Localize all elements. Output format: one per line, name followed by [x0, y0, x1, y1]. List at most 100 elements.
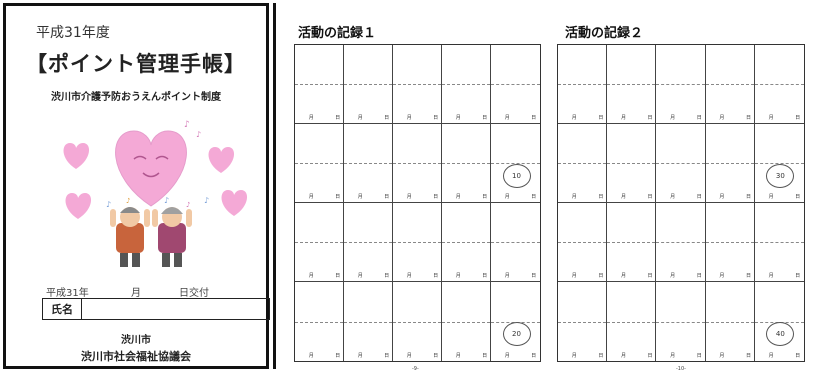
cell-day-label: 日: [335, 115, 341, 121]
cell-divider-line: [607, 163, 656, 164]
cell-day-label: 日: [647, 115, 653, 121]
cell-day-label: 日: [598, 353, 604, 359]
record-cell[interactable]: 月日: [705, 45, 755, 124]
record-cell[interactable]: 月日: [705, 203, 755, 282]
cell-day-label: 日: [598, 115, 604, 121]
cell-divider-line: [656, 84, 705, 85]
cell-day-label: 日: [598, 273, 604, 279]
cell-day-label: 日: [647, 194, 653, 200]
cell-divider-line: [393, 242, 441, 243]
record-cell[interactable]: 月日: [558, 282, 608, 361]
record-cell[interactable]: 月日: [607, 124, 657, 203]
record-cell[interactable]: 月日: [393, 282, 442, 361]
cell-month-label: 月: [308, 273, 314, 279]
cell-day-label: 日: [795, 194, 801, 200]
cell-month-label: 月: [620, 353, 626, 359]
cell-month-label: 月: [719, 115, 725, 121]
record-cell[interactable]: 月日: [558, 124, 608, 203]
big-heart-icon: [115, 130, 187, 207]
cell-day-label: 日: [384, 194, 390, 200]
cell-divider-line: [705, 84, 754, 85]
record-cell[interactable]: 月日: [442, 282, 491, 361]
cell-month-label: 月: [571, 273, 577, 279]
record-cell[interactable]: 月日: [754, 45, 804, 124]
cell-month-label: 月: [620, 115, 626, 121]
cell-month-label: 月: [768, 115, 774, 121]
cell-month-label: 月: [406, 115, 412, 121]
record-cell[interactable]: 月日: [344, 282, 393, 361]
record-cell[interactable]: 月日: [656, 203, 706, 282]
milestone-circle: 40: [766, 321, 795, 346]
record-cell[interactable]: 月日: [754, 203, 804, 282]
cell-day-label: 日: [433, 353, 439, 359]
record-cell[interactable]: 月日: [393, 124, 442, 203]
cell-day-label: 日: [531, 194, 537, 200]
svg-text:♪: ♪: [186, 201, 190, 209]
record-cell[interactable]: 月日: [607, 45, 657, 124]
cell-day-label: 日: [745, 353, 751, 359]
record-cell[interactable]: 月日: [607, 203, 657, 282]
record-cell[interactable]: 月日: [295, 203, 344, 282]
cell-month-label: 月: [455, 115, 461, 121]
name-field[interactable]: 氏名: [42, 298, 270, 320]
cell-month-label: 月: [308, 194, 314, 200]
record-cell[interactable]: 月日: [491, 203, 540, 282]
record-cell[interactable]: 月日: [705, 282, 755, 361]
record-cell[interactable]: 月日: [558, 203, 608, 282]
cell-day-label: 日: [647, 273, 653, 279]
cover-subtitle: 渋川市介護予防おうえんポイント制度: [51, 92, 221, 103]
cell-day-label: 日: [384, 353, 390, 359]
record-cell[interactable]: 月日: [656, 282, 706, 361]
cell-day-label: 日: [795, 273, 801, 279]
cell-month-label: 月: [455, 273, 461, 279]
record-cell[interactable]: 月日: [295, 45, 344, 124]
record-page-2-title: 活動の記録２: [565, 26, 644, 41]
record-cell[interactable]: 月日: [393, 203, 442, 282]
record-cell[interactable]: 月日: [656, 45, 706, 124]
record-cell[interactable]: 月日: [558, 45, 608, 124]
record-cell[interactable]: 月日: [442, 45, 491, 124]
record-cell[interactable]: 月日: [344, 45, 393, 124]
cell-month-label: 月: [455, 353, 461, 359]
cell-day-label: 日: [531, 273, 537, 279]
record-cell[interactable]: 月日: [295, 124, 344, 203]
record-cell[interactable]: 月日: [607, 282, 657, 361]
cell-divider-line: [558, 163, 607, 164]
cell-day-label: 日: [482, 115, 488, 121]
cell-divider-line: [705, 242, 754, 243]
cell-month-label: 月: [357, 194, 363, 200]
record-cell[interactable]: 月日: [344, 203, 393, 282]
cell-divider-line: [656, 163, 705, 164]
cell-day-label: 日: [531, 353, 537, 359]
cover-city: 渋川市: [121, 335, 151, 346]
cell-month-label: 月: [455, 194, 461, 200]
cell-month-label: 月: [571, 194, 577, 200]
cover-year: 平成31年度: [36, 25, 110, 41]
record-cell[interactable]: 月日: [393, 45, 442, 124]
record-cell[interactable]: 月日: [656, 124, 706, 203]
cell-month-label: 月: [406, 273, 412, 279]
cell-divider-line: [656, 321, 705, 323]
cell-day-label: 日: [482, 194, 488, 200]
record-cell[interactable]: 月日: [442, 124, 491, 203]
cell-divider-line: [295, 242, 343, 243]
record-cell[interactable]: 月日: [491, 45, 540, 124]
cell-divider-line: [442, 84, 490, 85]
cell-divider-line: [491, 242, 540, 243]
record-cell[interactable]: 月日: [705, 124, 755, 203]
cell-divider-line: [295, 163, 343, 164]
cell-divider-line: [393, 321, 441, 323]
cell-divider-line: [558, 242, 607, 243]
record-cell[interactable]: 月日: [344, 124, 393, 203]
name-label: 氏名: [43, 299, 82, 319]
record-cell[interactable]: 月日: [295, 282, 344, 361]
cell-month-label: 月: [406, 194, 412, 200]
svg-text:♪: ♪: [106, 200, 111, 209]
record-cell[interactable]: 月日: [442, 203, 491, 282]
